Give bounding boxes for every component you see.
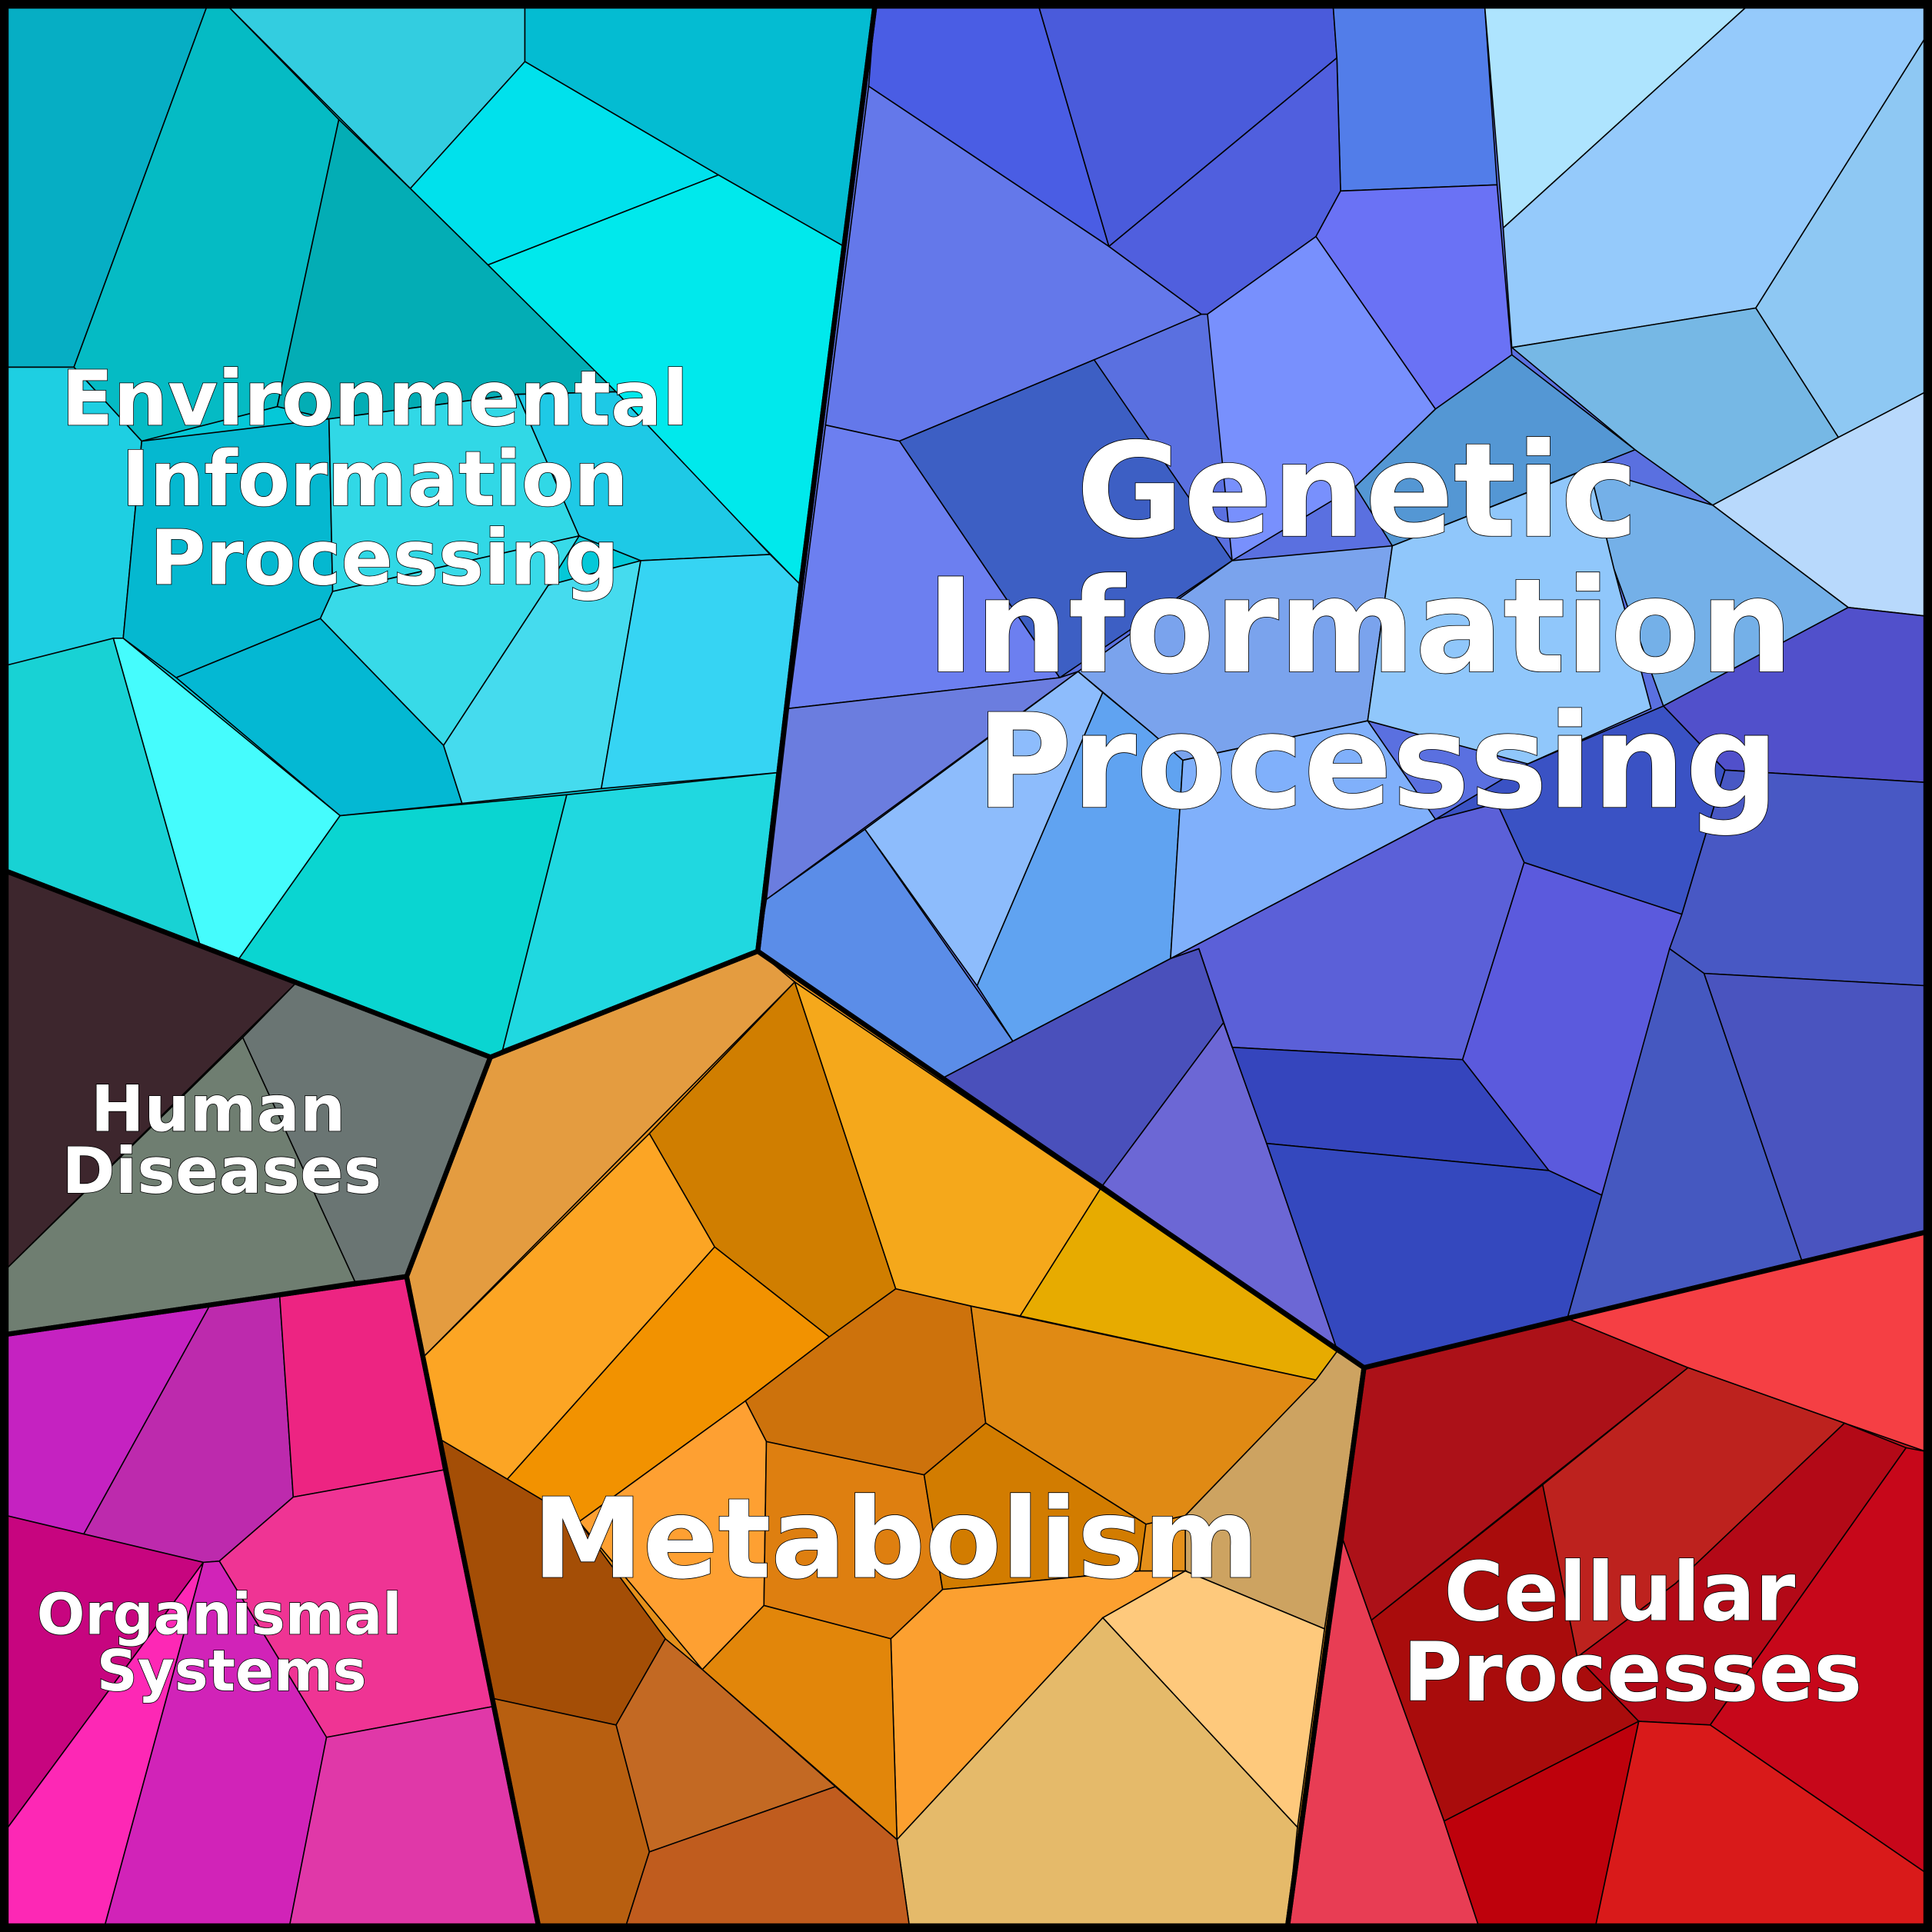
label-metabolism: Metabolism (532, 1475, 1259, 1604)
voronoi-cell (923, 1422, 1147, 1591)
voronoi-cell (1223, 1022, 1551, 1171)
label-genetic: Genetic Information Processing (927, 415, 1839, 838)
voronoi-cell (1354, 354, 1637, 547)
voronoi-cell (1332, 5, 1498, 192)
voronoi-cell (442, 559, 642, 804)
label-cellular-processes: Cellular Processes (1403, 1545, 1862, 1720)
label-human-diseases: Human Diseases (62, 1072, 382, 1208)
cells-layer (5, 5, 1927, 1927)
voronoi-cell (625, 1786, 911, 1927)
label-organismal-systems: Organismal Systems (37, 1582, 421, 1704)
voronoi-cell (970, 1305, 1317, 1525)
label-environmental: Environmental Information Processing (62, 355, 715, 603)
